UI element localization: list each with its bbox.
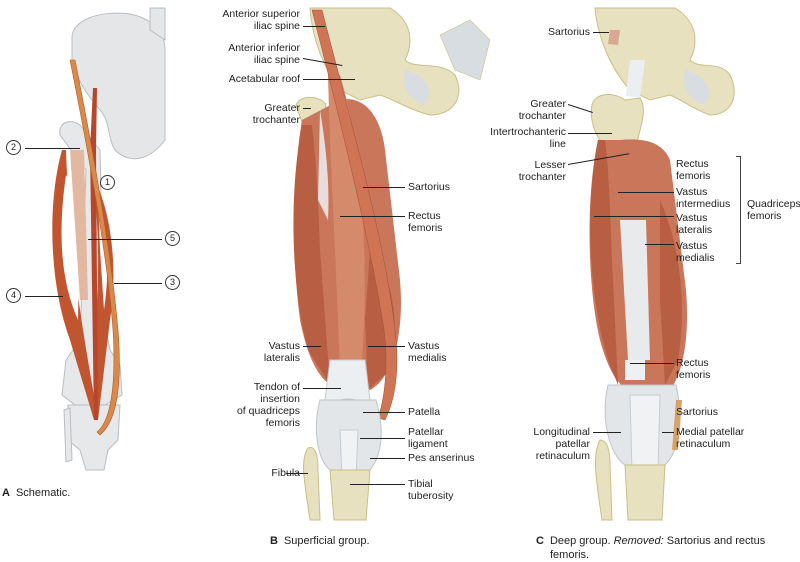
deep-group-illustration: [589, 7, 735, 521]
label-sartorius-bottom: Sartorius: [676, 406, 719, 418]
leader-rectus-femoris-bottom: [630, 363, 674, 364]
leader-asis: [303, 26, 325, 27]
leader-acetabular-roof: [303, 79, 355, 80]
caption-c-text-after: Sartorius and rectus: [663, 535, 766, 547]
leader-medial-retinaculum: [662, 432, 674, 433]
leader-fibula: [286, 473, 308, 474]
marker-4-leader: [25, 296, 63, 297]
leader-patellar-ligament: [360, 438, 405, 439]
leader-pes-anserinus: [370, 458, 405, 459]
leader-vastus-medialis-c: [645, 244, 674, 245]
leader-vastus-medialis: [368, 346, 405, 347]
marker-2: 2: [6, 140, 21, 155]
marker-3-leader: [114, 283, 162, 284]
leader-vastus-lateralis: [303, 346, 321, 347]
leader-greater-trochanter: [303, 108, 311, 109]
caption-c-line2: femoris.: [550, 549, 590, 561]
marker-4: 4: [6, 288, 21, 303]
caption-c-text: Deep group.: [549, 535, 614, 547]
leader-sartorius-top: [593, 32, 609, 33]
caption-b-letter: B: [270, 535, 278, 547]
caption-c: C Deep group. Removed: Sartorius and rect…: [536, 534, 800, 562]
quadriceps-brace: [736, 156, 741, 264]
label-sartorius-top: Sartorius: [547, 26, 590, 38]
caption-b-text: Superficial group.: [283, 535, 370, 547]
leader-tibial-tuberosity: [350, 484, 405, 485]
leader-vastus-intermedius: [618, 192, 674, 193]
marker-5-leader: [88, 239, 162, 240]
caption-a-letter: A: [2, 487, 10, 499]
leader-sartorius: [363, 187, 405, 188]
label-acetabular-roof: Acetabular roof: [228, 73, 300, 85]
label-pes-anserinus: Pes anserinus: [408, 452, 475, 464]
marker-2-leader: [25, 148, 80, 149]
leader-rectus-femoris: [340, 216, 405, 217]
leader-intertrochanteric-line: [568, 133, 612, 134]
leader-patella: [363, 412, 405, 413]
label-fibula: Fibula: [271, 467, 300, 479]
caption-a-text: Schematic.: [15, 487, 71, 499]
label-patella: Patella: [408, 406, 441, 418]
caption-a: A Schematic.: [2, 486, 70, 500]
leader-tendon: [303, 388, 341, 389]
caption-c-italic: Removed:: [613, 535, 664, 547]
leader-vastus-lateralis-c: [594, 216, 674, 217]
label-sartorius: Sartorius: [408, 181, 451, 193]
marker-3: 3: [165, 275, 180, 290]
marker-5: 5: [165, 231, 180, 246]
caption-c-letter: C: [536, 535, 544, 547]
schematic-illustration: [52, 7, 166, 471]
caption-b: B Superficial group.: [270, 534, 370, 548]
superficial-group-illustration: [293, 7, 491, 521]
panel-a-schematic: 1 2 3 4 5 A Schematic.: [0, 0, 200, 560]
marker-1: 1: [100, 175, 115, 190]
leader-longitudinal-retinaculum: [593, 432, 621, 433]
